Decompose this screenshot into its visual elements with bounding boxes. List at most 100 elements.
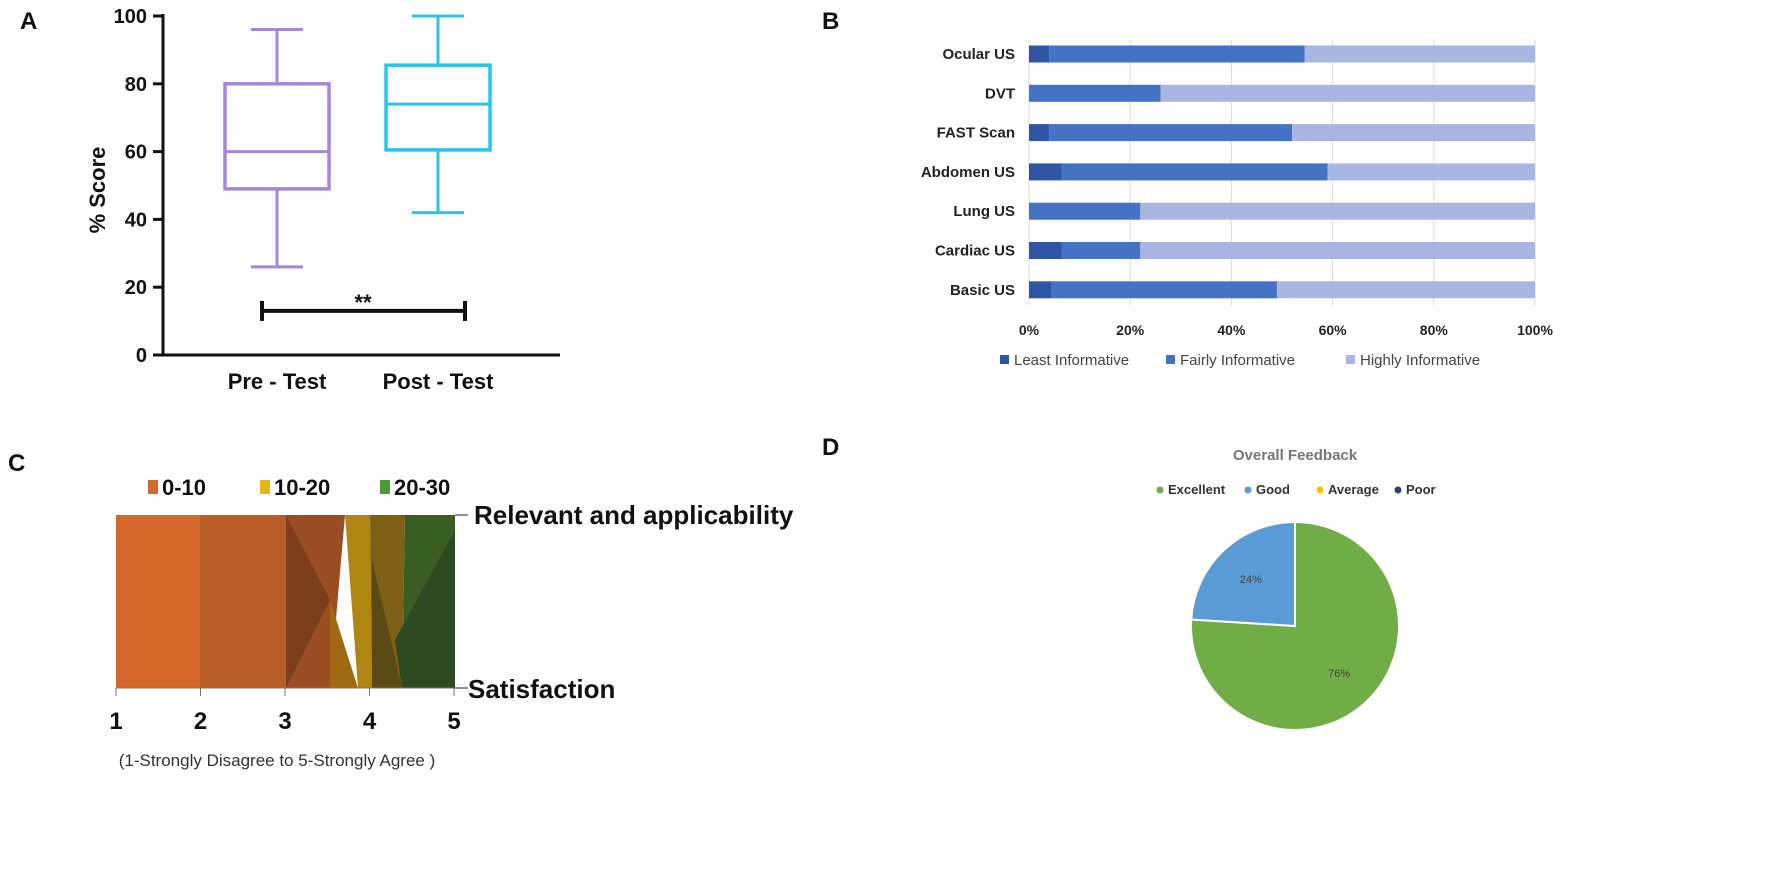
bar-segment — [1292, 124, 1535, 142]
legend-label: Fairly Informative — [1180, 352, 1295, 369]
y-tick-label: 0 — [136, 345, 147, 367]
legend-swatch — [1000, 355, 1009, 364]
bar-row: Ocular US — [942, 45, 1535, 63]
x-tick-label: 1 — [109, 708, 122, 735]
row-label-top: Relevant and applicability — [474, 500, 794, 530]
legend-swatch — [1166, 355, 1175, 364]
x-tick-label: 2 — [194, 708, 207, 735]
category-label: Ocular US — [942, 46, 1015, 63]
bar-segment — [1051, 281, 1277, 299]
x-tick-label: 20% — [1116, 322, 1145, 338]
x-tick-label: 40% — [1217, 322, 1246, 338]
legend-swatch — [260, 480, 270, 494]
band-area — [286, 515, 330, 688]
x-tick-label: 60% — [1319, 322, 1348, 338]
legend-swatch — [1346, 355, 1355, 364]
x-tick-label: 0% — [1019, 322, 1040, 338]
band-area — [345, 515, 372, 688]
iqr-box — [384, 63, 492, 152]
bar-segment — [1061, 242, 1141, 259]
y-axis-title: % Score — [85, 147, 110, 234]
panel-letter-b: B — [822, 8, 840, 35]
legend-swatch — [148, 480, 158, 494]
bar-row: Lung US — [953, 202, 1535, 220]
x-tick-label: 4 — [363, 708, 377, 735]
chart-title: Overall Feedback — [1233, 447, 1358, 464]
pie-slice — [1190, 520, 1296, 628]
bar-segment — [1029, 281, 1052, 299]
bar-row: Abdomen US — [921, 163, 1535, 181]
band-area — [395, 530, 455, 688]
bar-segment — [1029, 242, 1062, 259]
bar-segment — [1327, 163, 1535, 181]
bar-segment — [1049, 45, 1305, 63]
significance-label: ** — [354, 290, 372, 315]
legend-label: Least Informative — [1014, 352, 1129, 369]
box-pre-test — [223, 28, 331, 269]
bar-segment — [1029, 202, 1141, 220]
category-label: Cardiac US — [935, 243, 1015, 260]
y-tick-label: 60 — [125, 142, 147, 164]
x-tick-label: 80% — [1420, 322, 1449, 338]
legend-label: Poor — [1406, 482, 1436, 497]
x-axis-caption: (1-Strongly Disagree to 5-Strongly Agree… — [119, 751, 436, 770]
x-tick-label: 5 — [447, 708, 460, 735]
bar-row: DVT — [985, 84, 1535, 102]
category-label: DVT — [985, 85, 1015, 102]
chart-b-stacked-bars: 0% 20% 40% 60% 80% 100% Ocular US DVT FAST ScanA… — [921, 40, 1553, 369]
x-tick-label: 100% — [1517, 322, 1553, 338]
x-tick-label: Pre - Test — [228, 369, 327, 394]
bar-segment — [1029, 45, 1050, 63]
x-tick-label: Post - Test — [383, 369, 495, 394]
significance-bracket: ** — [260, 290, 467, 321]
legend-label: Average — [1328, 482, 1379, 497]
bar-segment — [1140, 202, 1535, 220]
y-tick-label: 100 — [114, 6, 147, 28]
bar-segment — [1029, 124, 1050, 142]
legend-swatch — [1316, 486, 1324, 494]
legend-swatch — [1156, 486, 1164, 494]
legend-swatch — [1244, 486, 1252, 494]
legend-swatch — [1394, 486, 1402, 494]
band-area — [372, 560, 402, 688]
bar-segment — [1049, 124, 1293, 142]
bar-row: Basic US — [950, 281, 1535, 299]
legend-label: Excellent — [1168, 482, 1226, 497]
band-area — [330, 600, 358, 688]
y-tick-label: 80 — [125, 74, 147, 96]
bar-segment — [1304, 45, 1535, 63]
y-tick-label: 20 — [125, 277, 147, 299]
legend-c: 0-10 10-20 20-30 — [148, 475, 450, 500]
bar-segment — [1160, 84, 1535, 102]
bar-row: Cardiac US — [935, 242, 1535, 260]
box-post-test — [384, 14, 492, 215]
category-label: FAST Scan — [937, 125, 1015, 142]
panel-letter-a: A — [20, 8, 38, 35]
x-tick-label: 3 — [278, 708, 291, 735]
bar-row: FAST Scan — [937, 124, 1535, 142]
iqr-box — [223, 82, 331, 191]
category-label: Lung US — [953, 203, 1015, 220]
pie-slice — [1190, 520, 1400, 731]
band-area — [200, 515, 286, 688]
category-label: Abdomen US — [921, 164, 1015, 181]
legend-label: 0-10 — [162, 475, 206, 500]
bar-segment — [1061, 163, 1328, 181]
category-label: Basic US — [950, 282, 1015, 299]
band-area — [116, 515, 200, 688]
legend-label: 10-20 — [274, 475, 330, 500]
panel-letter-c: C — [8, 450, 26, 477]
legend-label: 20-30 — [394, 475, 450, 500]
bar-segment — [1029, 84, 1161, 102]
bar-segment — [1140, 242, 1535, 259]
panel-letter-d: D — [822, 434, 840, 461]
bar-segment — [1276, 281, 1535, 299]
legend-label: Good — [1256, 482, 1290, 497]
bar-segment — [1029, 163, 1062, 181]
legend-d: Excellent Good Average Poor — [1156, 482, 1436, 497]
